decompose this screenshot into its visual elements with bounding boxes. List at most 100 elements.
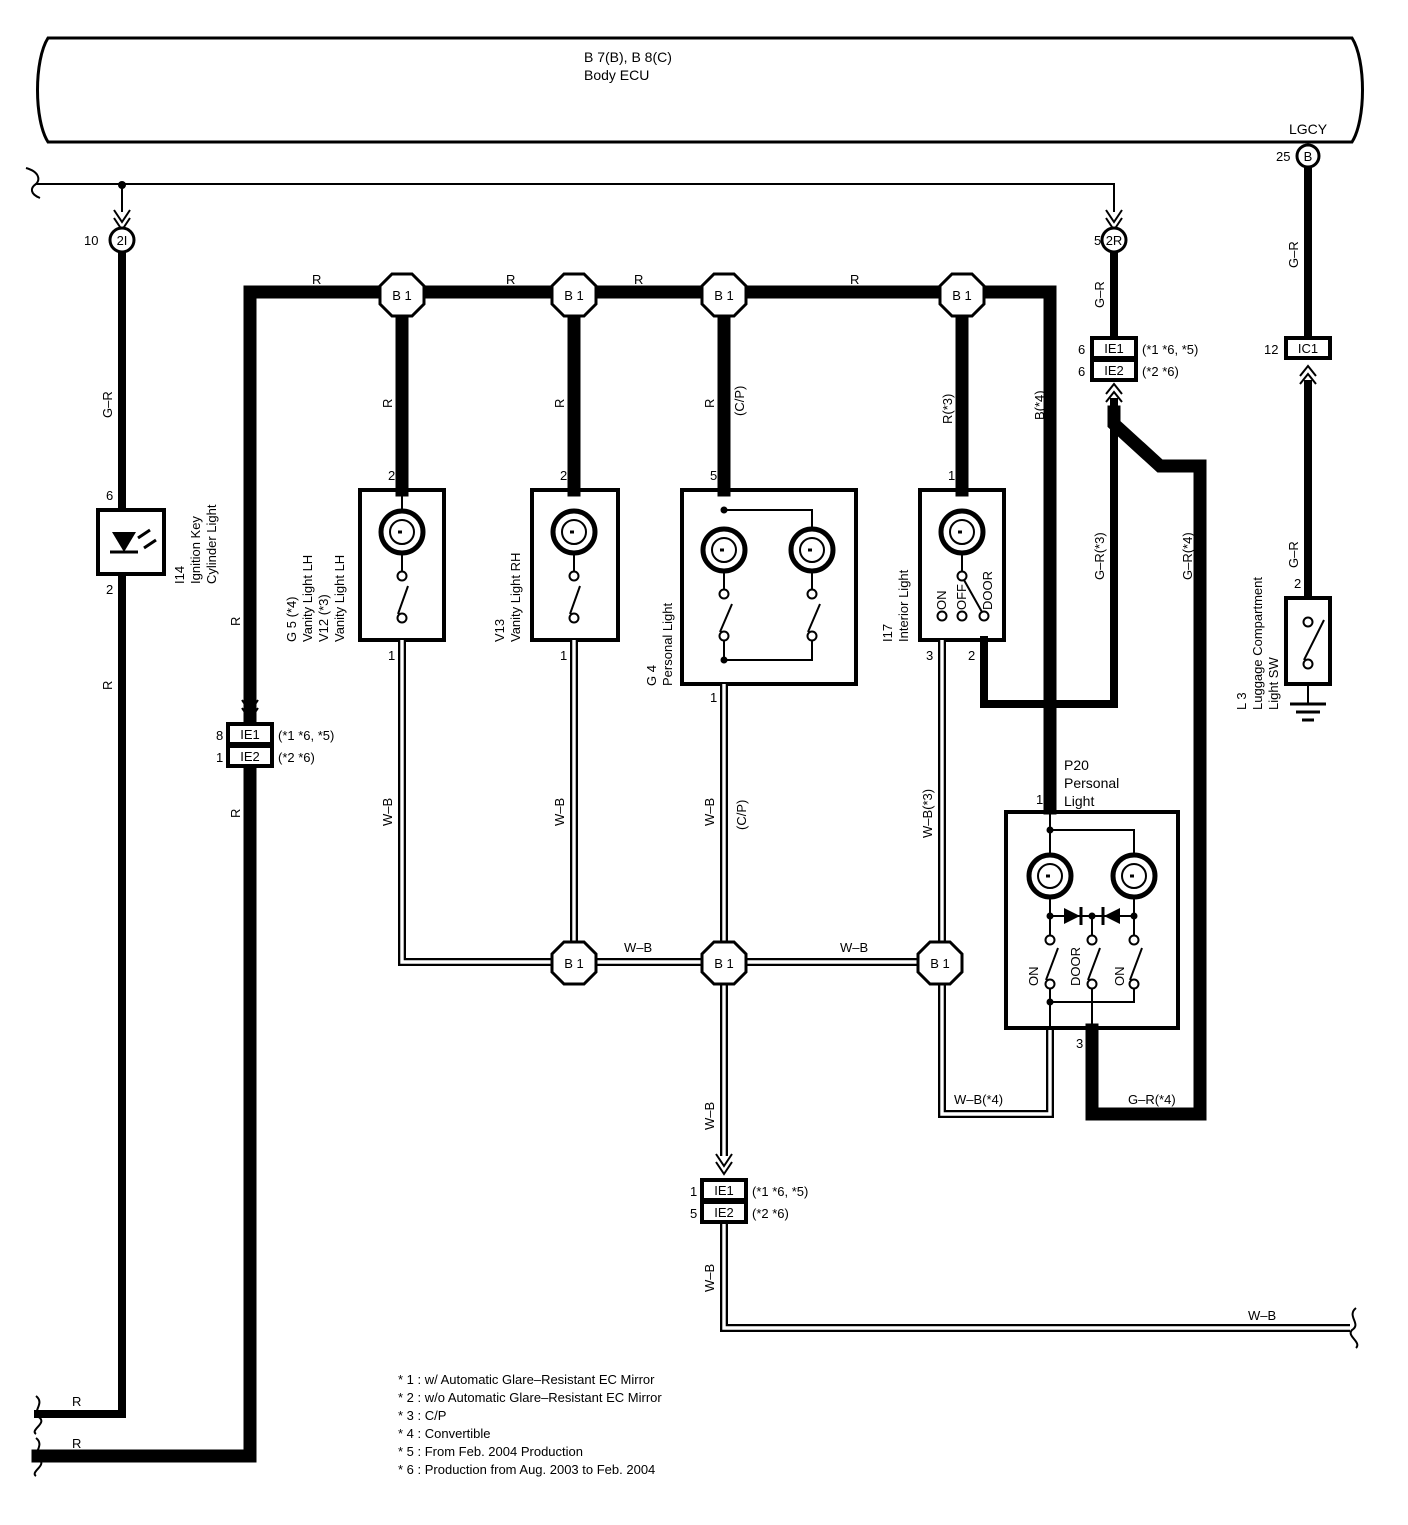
i17-switch-door: DOOR	[980, 571, 995, 610]
connector-ie2-left	[226, 744, 274, 768]
wire-gr3	[980, 398, 1118, 708]
i17-name: Interior Light	[896, 569, 911, 642]
wire-label-wb-4: W–B	[624, 940, 652, 955]
footnote-3: * 3 : C/P	[398, 1408, 446, 1423]
pin-8: 8	[216, 728, 223, 743]
l3-name2: Light SW	[1266, 657, 1281, 710]
i17-box	[918, 488, 1006, 642]
pin-1b: 1	[388, 648, 395, 663]
pin-3b: 3	[1076, 1036, 1083, 1051]
junction-b1-3: B 1	[700, 272, 748, 318]
note-ie2-right: (*2 *6)	[1142, 364, 1179, 379]
i17-lamp	[941, 511, 983, 553]
v12-code: V12 (*3)	[316, 594, 331, 642]
pin-2a: 2	[106, 582, 113, 597]
pin-1d: 1	[710, 690, 717, 705]
footnote-5: * 5 : From Feb. 2004 Production	[398, 1444, 583, 1459]
junction-2r	[1100, 226, 1128, 254]
junction-2r-label: 2R	[1106, 233, 1123, 248]
junction-2i-label: 2I	[117, 233, 128, 248]
wire-break-2	[33, 1437, 43, 1477]
arrow-ie-bottom	[715, 1153, 733, 1176]
svg-text:B 1: B 1	[952, 288, 972, 303]
connector-ic1	[1284, 336, 1332, 360]
wire-label-wb-1: W–B	[380, 798, 395, 826]
note-ie1-right: (*1 *6, *5)	[1142, 342, 1198, 357]
g5-lamp	[381, 511, 423, 553]
ground-symbol	[1290, 702, 1326, 722]
arrow-ie-right	[1105, 382, 1123, 403]
connector-ie2-bottom	[700, 1200, 748, 1224]
wire-break-1	[33, 1395, 43, 1435]
connector-ie2-bottom-label: IE2	[714, 1205, 734, 1220]
top-bus-wire	[25, 167, 1115, 212]
pin-2c: 2	[560, 468, 567, 483]
p20-name2: Light	[1064, 793, 1094, 809]
i14-code: I14	[172, 566, 187, 584]
arrow-ie-left	[241, 699, 259, 722]
junction-b	[1295, 143, 1321, 169]
p20-lamp-2	[1113, 855, 1155, 897]
wire-label-wb4: W–B(*4)	[954, 1092, 1003, 1107]
junction-b1-7: B 1	[916, 940, 964, 986]
bus-junction	[118, 181, 126, 189]
wire-label-r-bottom-2: R	[72, 1436, 81, 1451]
junction-b1-2: B 1	[550, 272, 598, 318]
p20-lamp-1	[1029, 855, 1071, 897]
p20-switch-3	[1129, 947, 1143, 981]
svg-text:B 1: B 1	[392, 288, 412, 303]
g4-name: Personal Light	[660, 603, 675, 686]
note-ie1-bottom: (*1 *6, *5)	[752, 1184, 808, 1199]
l3-box	[1284, 596, 1332, 686]
pin-1c: 1	[560, 648, 567, 663]
g4-switch-2	[807, 603, 821, 633]
connector-ie1-bottom-label: IE1	[714, 1183, 734, 1198]
wire-label-b4: B(*4)	[1032, 390, 1047, 420]
l3-name1: Luggage Compartment	[1250, 577, 1265, 710]
junction-b1-5: B 1	[550, 940, 598, 986]
ecu-terminal-name: LGCY	[1289, 121, 1328, 137]
pin-5: 5	[1094, 233, 1101, 248]
connector-ic1-label: IC1	[1298, 341, 1318, 356]
wb-ground-wires	[398, 640, 1350, 1332]
v12-name: Vanity Light LH	[332, 555, 347, 642]
g4-code: G 4	[644, 665, 659, 686]
wire-label-r-g5: R	[380, 399, 395, 408]
pin-6b: 6	[1078, 342, 1085, 357]
footnote-1: * 1 : w/ Automatic Glare–Resistant EC Mi…	[398, 1372, 655, 1387]
footnote-2: * 2 : w/o Automatic Glare–Resistant EC M…	[398, 1390, 662, 1405]
g5-code: G 5 (*4)	[284, 596, 299, 642]
wire-label-wb-7: W–B	[702, 1264, 717, 1292]
wire-label-r-g4: R	[702, 399, 717, 408]
wire-label-gr4-1: G–R(*4)	[1180, 532, 1195, 580]
i14-name2: Cylinder Light	[204, 504, 219, 584]
connector-ie2-left-label: IE2	[240, 749, 260, 764]
wire-label-r3: R(*3)	[940, 394, 955, 424]
i14-box	[96, 508, 166, 576]
wire-label-gr3: G–R(*3)	[1092, 532, 1107, 580]
pin-1e: 1	[948, 468, 955, 483]
pin-1f: 1	[1036, 792, 1043, 807]
wire-label-cp-2: (C/P)	[734, 800, 749, 830]
pin-10: 10	[84, 233, 98, 248]
wire-label-wb-6: W–B	[702, 1102, 717, 1130]
p20-switch-on-1: ON	[1026, 967, 1041, 987]
note-ie2-left: (*2 *6)	[278, 750, 315, 765]
p20-code: P20	[1064, 757, 1089, 773]
wire-label-r-bus-3: R	[634, 272, 643, 287]
i17-switch-off: OFF	[954, 584, 969, 610]
footnote-6: * 6 : Production from Aug. 2003 to Feb. …	[398, 1462, 655, 1477]
body-ecu-banner	[36, 36, 1364, 144]
pin-3a: 3	[926, 648, 933, 663]
wire-label-wb-3: W–B	[702, 798, 717, 826]
g5-switch	[397, 585, 409, 615]
r-bus-wire	[243, 285, 1057, 815]
i17-code: I17	[880, 624, 895, 642]
pin-25: 25	[1276, 149, 1290, 164]
junction-b1-6: B 1	[700, 940, 748, 986]
junction-b-label: B	[1304, 149, 1313, 164]
wire-label-cp-1: (C/P)	[732, 386, 747, 416]
i14-name1: Ignition Key	[188, 516, 203, 584]
note-ie2-bottom: (*2 *6)	[752, 1206, 789, 1221]
pin-5c: 5	[710, 468, 717, 483]
